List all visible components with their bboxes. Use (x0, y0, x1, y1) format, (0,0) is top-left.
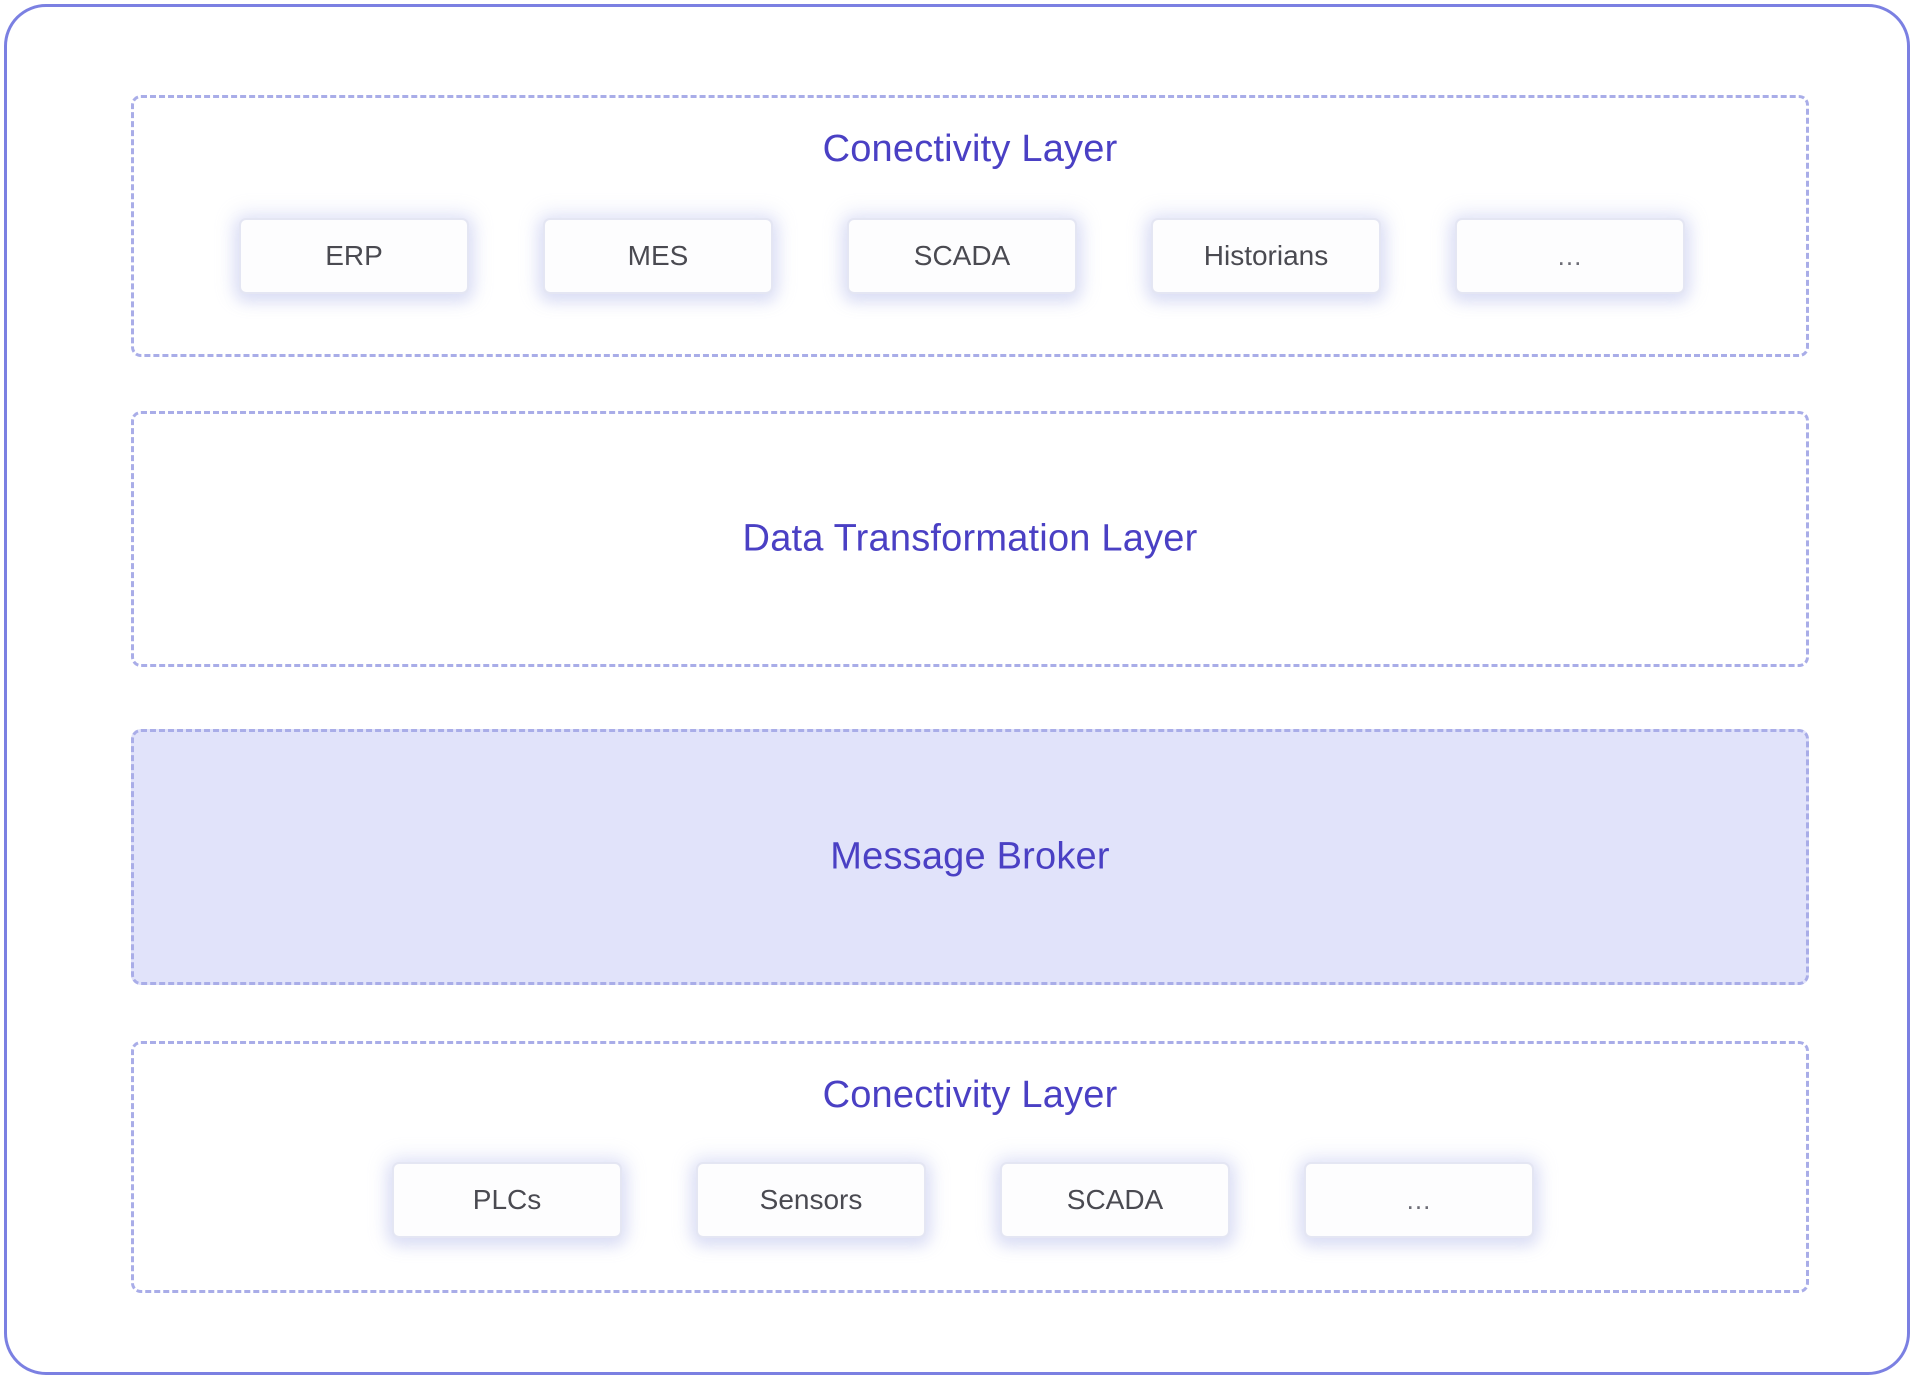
node-plcs[interactable]: PLCs (392, 1162, 622, 1238)
node-erp[interactable]: ERP (239, 218, 469, 294)
node-mes-label: MES (627, 240, 689, 271)
layer-message-broker: Message Broker (131, 729, 1809, 985)
layer-connectivity-bottom-node-row: PLCs Sensors SCADA ... (392, 1162, 1534, 1238)
architecture-diagram-card: Conectivity Layer ERP MES SCADA Historia… (4, 4, 1910, 1375)
node-plcs-label: PLCs (472, 1184, 542, 1215)
node-sensors-label: Sensors (759, 1184, 863, 1215)
node-mes[interactable]: MES (543, 218, 773, 294)
node-historians-label: Historians (1203, 240, 1329, 271)
node-scada-top[interactable]: SCADA (847, 218, 1077, 294)
layer-message-broker-title: Message Broker (830, 835, 1110, 878)
node-more-bottom[interactable]: ... (1304, 1162, 1534, 1238)
layer-data-transformation-title: Data Transformation Layer (742, 517, 1198, 560)
node-more-top-label: ... (1557, 241, 1583, 271)
node-more-top[interactable]: ... (1455, 218, 1685, 294)
node-historians[interactable]: Historians (1151, 218, 1381, 294)
layer-connectivity-top-node-row: ERP MES SCADA Historians ... (239, 218, 1685, 294)
layer-data-transformation: Data Transformation Layer (131, 411, 1809, 667)
node-erp-label: ERP (325, 240, 383, 271)
node-more-bottom-label: ... (1406, 1185, 1432, 1215)
node-scada-bottom-label: SCADA (1066, 1184, 1164, 1215)
node-scada-top-label: SCADA (913, 240, 1011, 271)
node-sensors[interactable]: Sensors (696, 1162, 926, 1238)
layer-connectivity-bottom: Conectivity Layer PLCs Sensors SCADA ... (131, 1041, 1809, 1293)
layer-connectivity-top-title: Conectivity Layer (822, 128, 1118, 170)
layer-connectivity-top: Conectivity Layer ERP MES SCADA Historia… (131, 95, 1809, 357)
layer-connectivity-bottom-title: Conectivity Layer (822, 1074, 1118, 1116)
node-scada-bottom[interactable]: SCADA (1000, 1162, 1230, 1238)
